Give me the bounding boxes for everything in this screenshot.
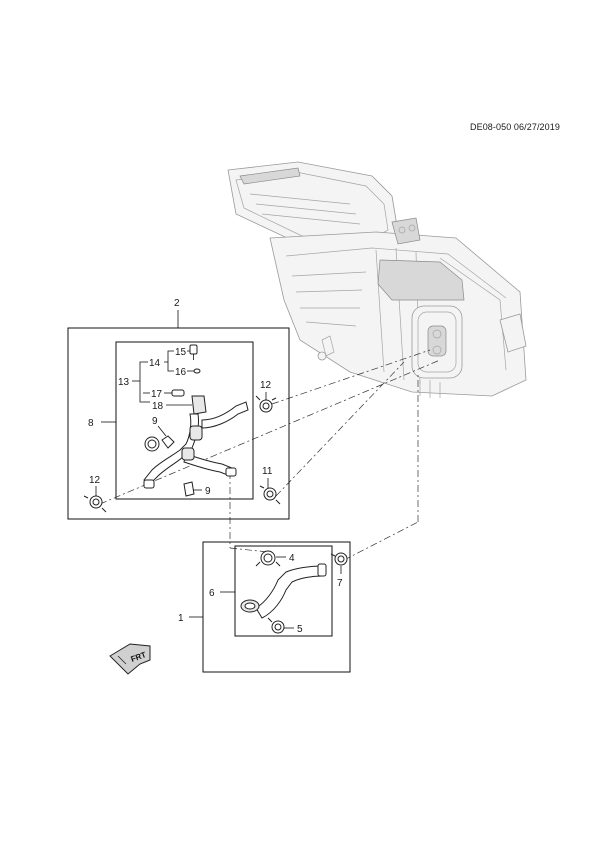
- hose-clamp-9-upper: [144, 435, 175, 452]
- callout-1: 1: [178, 613, 184, 624]
- assembly-2-group: 2 8 13 14 15 16 17 18: [67, 298, 290, 520]
- hose-clamp-7: [330, 552, 348, 566]
- hose-clamp-9-lower: [183, 481, 195, 497]
- callout-2: 2: [174, 298, 180, 309]
- callout-18: 18: [152, 401, 164, 412]
- o-ring-16: [193, 368, 201, 374]
- callout-12-lower: 12: [89, 475, 101, 486]
- heater-hose-assembly-8: [143, 395, 249, 489]
- callout-6: 6: [209, 588, 215, 599]
- callout-11: 11: [262, 466, 273, 477]
- callout-16: 16: [175, 367, 187, 378]
- bleeder-screw-15: [189, 344, 198, 360]
- heater-hose-assembly-6: [240, 563, 327, 619]
- assembly-1-group: 1 6 4: [178, 541, 351, 673]
- document-code: DE08-050 06/27/2019: [470, 122, 560, 132]
- hose-clamp-11: [259, 485, 281, 505]
- hose-clamp-4: [255, 550, 281, 567]
- callout-7: 7: [337, 578, 343, 589]
- assembly-1-box: [202, 541, 351, 673]
- callout-14: 14: [149, 358, 161, 369]
- callout-4: 4: [289, 553, 295, 564]
- callout-15: 15: [175, 347, 187, 358]
- assembly-leader-lines: [99, 349, 441, 561]
- callout-5: 5: [297, 624, 303, 635]
- assembly-6-box: [234, 545, 333, 637]
- callout-9-lower: 9: [205, 486, 211, 497]
- callout-8: 8: [88, 418, 94, 429]
- hose-clamp-5: [267, 617, 285, 634]
- callout-17: 17: [151, 389, 163, 400]
- callout-9-upper: 9: [152, 416, 158, 427]
- hvac-module-illustration: [227, 161, 527, 398]
- assembly-8-box: [115, 341, 254, 500]
- assembly-2-box: [67, 327, 290, 520]
- front-direction-arrow: FRT: [109, 643, 151, 675]
- direction-arrow-icon: [109, 643, 151, 675]
- hose-clamp-12-upper: [255, 395, 277, 413]
- callout-12-upper: 12: [260, 380, 272, 391]
- hose-clamp-12-lower: [83, 495, 107, 513]
- callout-13: 13: [118, 377, 130, 388]
- valve-17: [171, 389, 185, 397]
